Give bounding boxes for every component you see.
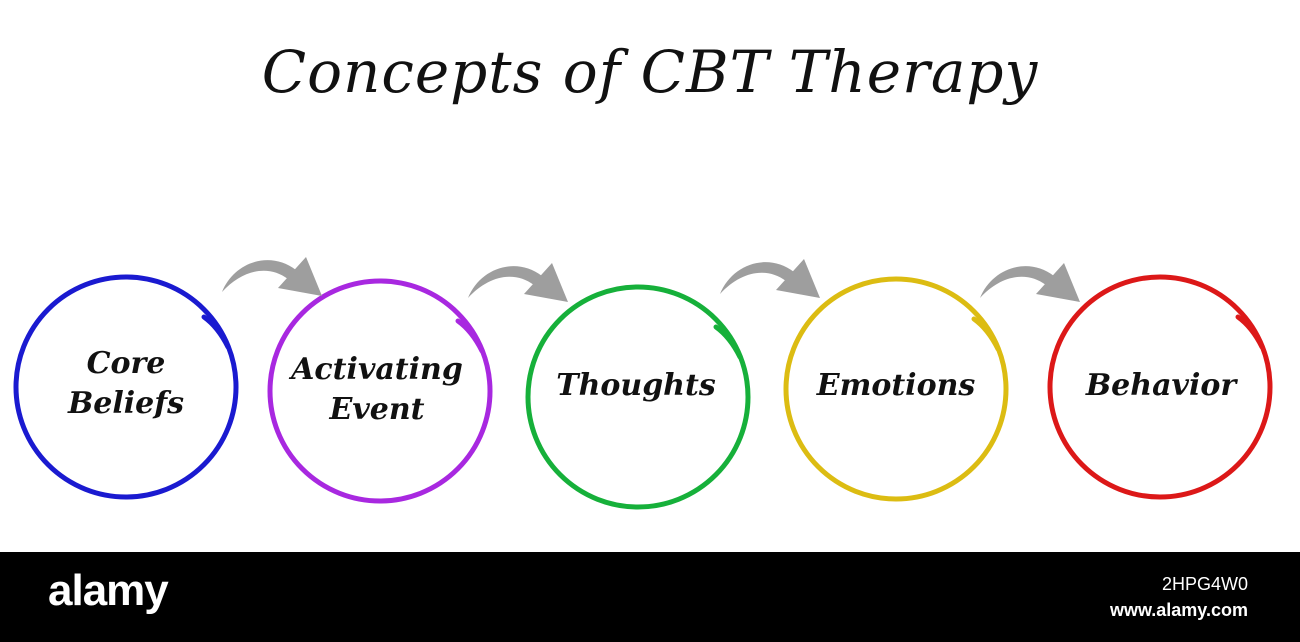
- node-circle-thoughts: [525, 284, 751, 510]
- node-circle-activating-event: [267, 278, 493, 504]
- node-circle-emotions: [783, 276, 1009, 502]
- node-circle-stroke-end-core-beliefs: [201, 314, 231, 350]
- arrow-thoughts-to-emotions: [720, 259, 820, 298]
- node-label-thoughts: Thoughts: [556, 368, 716, 403]
- diagram-title: Concepts of CBT Therapy: [261, 38, 1039, 106]
- watermark-brand: alamy: [48, 566, 169, 615]
- node-circle-behavior: [1047, 274, 1273, 500]
- arrow-emotions-to-behavior: [980, 263, 1080, 302]
- node-circle-stroke-end-emotions: [971, 316, 1001, 352]
- node-circle-stroke-end-behavior: [1235, 314, 1265, 350]
- node-circle-stroke-end-activating-event: [455, 318, 485, 354]
- watermark-site: www.alamy.com: [1109, 600, 1248, 620]
- watermark-footer: alamy 2HPG4W0 www.alamy.com: [0, 552, 1300, 642]
- node-circle-core-beliefs: [13, 274, 239, 500]
- arrow-activating-event-to-thoughts: [468, 263, 568, 302]
- node-label-emotions: Emotions: [816, 368, 976, 403]
- diagram-canvas: [13, 257, 1273, 510]
- arrow-core-beliefs-to-activating-event: [222, 257, 322, 296]
- watermark-image-code: 2HPG4W0: [1161, 574, 1248, 594]
- node-circle-stroke-end-thoughts: [713, 324, 743, 360]
- node-label-behavior: Behavior: [1085, 368, 1237, 403]
